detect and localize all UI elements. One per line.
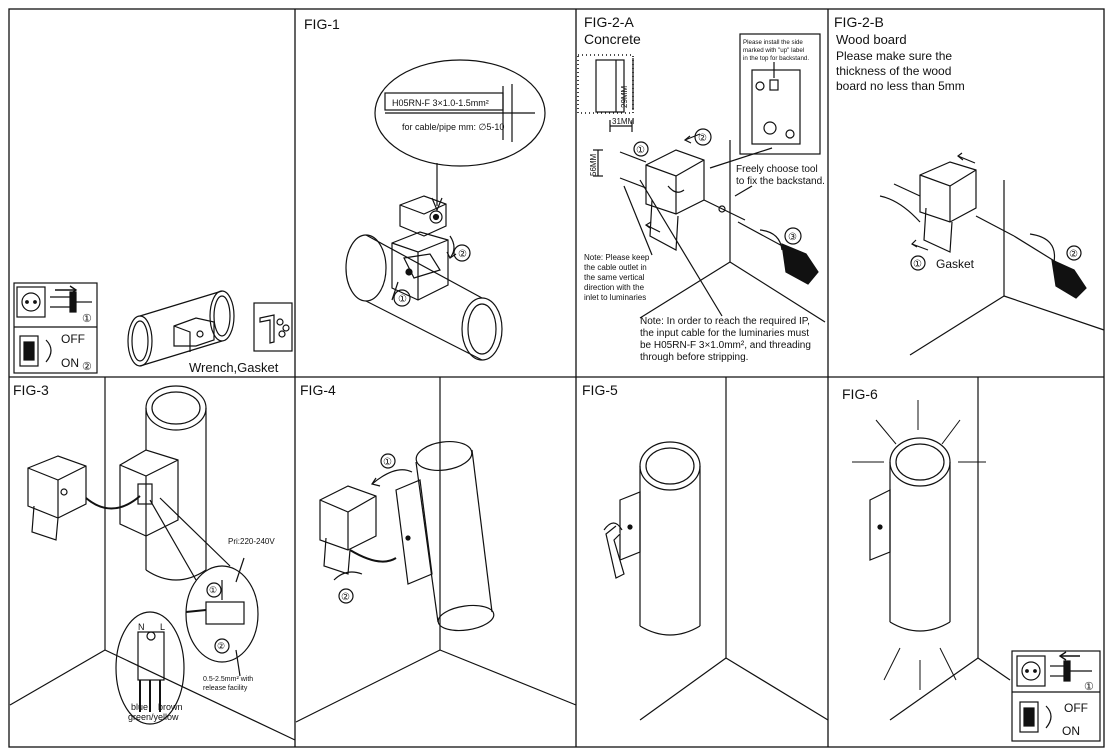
fig6-callout-1: ① (1084, 681, 1094, 693)
fig2b-step-2: ② (1069, 249, 1078, 260)
fig2b-note-2: thickness of the wood (836, 64, 951, 78)
fig2a-outlet-note-2: the cable outlet in (584, 263, 647, 272)
fig2b-note-3: board no less than 5mm (836, 79, 965, 93)
fig1-step-2: ② (458, 249, 467, 260)
fig2a-outlet-note-4: direction with the (584, 283, 645, 292)
fig3-voltage: Pri:220-240V (228, 537, 275, 546)
panel-power-tools (13, 282, 98, 374)
fig3-wire-gy: green/yellow (128, 712, 179, 722)
fig1-drawing (345, 59, 546, 361)
fig2a-ip-note-4: through before stripping. (640, 352, 748, 363)
p0-tools-label: Wrench,Gasket (189, 360, 279, 375)
switch-icon (19, 335, 52, 367)
fig4-title: FIG-4 (300, 382, 336, 398)
fig2a-outlet-note-3: the same vertical (584, 273, 645, 282)
fig3-terminal-n: N (138, 622, 145, 632)
fig1-title: FIG-1 (304, 16, 340, 32)
fig2a-subtitle: Concrete (584, 31, 641, 47)
fig3-step-2: ② (217, 641, 225, 651)
fig2a-dim-31: 31MM (612, 117, 635, 126)
fig2a-install-note-1: Please install the side (743, 39, 803, 46)
fig2a-dim-56: 56MM (589, 153, 598, 176)
fig6-title: FIG-6 (842, 386, 878, 402)
fig2a-ip-note-3: be H05RN-F 3×1.0mm², and threading (640, 340, 811, 351)
power-socket-icon-2 (1016, 655, 1046, 687)
fig1-cable-spec: H05RN-F 3×1.0-1.5mm² (392, 98, 489, 108)
fig3-wire-spec: 0.5-2.5mm² with (203, 676, 253, 683)
light-rays (852, 400, 986, 690)
fig2b-subtitle: Wood board (836, 32, 907, 47)
fig2a-ip-note-2: the input cable for the luminaries must (640, 328, 809, 339)
fig5-title: FIG-5 (582, 382, 618, 398)
fig3-drawing (9, 377, 296, 741)
plug-icon (50, 285, 92, 313)
fig4-step-2: ② (341, 592, 350, 603)
fig2a-outlet-note-1: Note: Please keep (584, 253, 650, 262)
fig2b-drawing (879, 152, 1105, 356)
p0-callout-2: ② (82, 361, 92, 373)
fig3-wire-blue: blue (131, 702, 148, 712)
fig6-switch-off: OFF (1064, 701, 1088, 715)
fig2a-tool-note-2: to fix the backstand. (736, 176, 825, 187)
labels: ① OFF ON ② Wrench,Gasket FIG-1 H05RN-F 3… (13, 14, 1094, 738)
fig2a-install-note-3: in the top for backstand. (743, 55, 809, 62)
fig2a-title: FIG-2-A (584, 14, 634, 30)
detail-bubble (374, 59, 546, 167)
fig3-terminal-l: L (160, 622, 165, 632)
fig2a-drawing (577, 33, 826, 323)
fig6-switch-on: ON (1062, 724, 1080, 738)
fig2a-tool-note-1: Freely choose tool (736, 164, 818, 175)
fig3-wire-spec-2: release facility (203, 685, 248, 692)
fig2a-ip-note-1: Note: In order to reach the required IP, (640, 316, 810, 327)
p0-switch-on: ON (61, 356, 79, 370)
fig1-step-1: ① (398, 294, 407, 305)
fig1-cable-dia: for cable/pipe mm: ∅5-10 (402, 122, 504, 132)
fig2b-step-1: ① (913, 259, 922, 270)
fig3-step-1: ① (209, 585, 217, 595)
fig2a-step-2: ② (698, 133, 707, 144)
fig3-wire-brown: brown (158, 702, 183, 712)
fig2a-install-note-2: marked with "up" label (743, 47, 804, 54)
fig6-drawing (852, 377, 1101, 742)
panel-grid (8, 8, 1105, 748)
lamp-with-bracket (127, 290, 235, 367)
fig2b-title: FIG-2-B (834, 14, 884, 30)
fig2a-step-1: ① (636, 145, 645, 156)
fig2a-outlet-note-5: inlet to luminaries (584, 293, 646, 302)
fig4-drawing (295, 377, 577, 723)
fig2b-note-1: Please make sure the (836, 49, 952, 63)
fig2a-step-3: ③ (788, 232, 797, 243)
fig2a-dim-29: 29MM (620, 85, 629, 108)
power-socket-icon (16, 286, 46, 318)
p0-callout-1: ① (82, 313, 92, 325)
fig5-drawing (603, 377, 829, 721)
fig2b-gasket: Gasket (936, 257, 975, 271)
p0-switch-off: OFF (61, 332, 85, 346)
fig4-step-1: ① (383, 457, 392, 468)
fig3-title: FIG-3 (13, 382, 49, 398)
wrench-gasket-box (253, 302, 293, 352)
